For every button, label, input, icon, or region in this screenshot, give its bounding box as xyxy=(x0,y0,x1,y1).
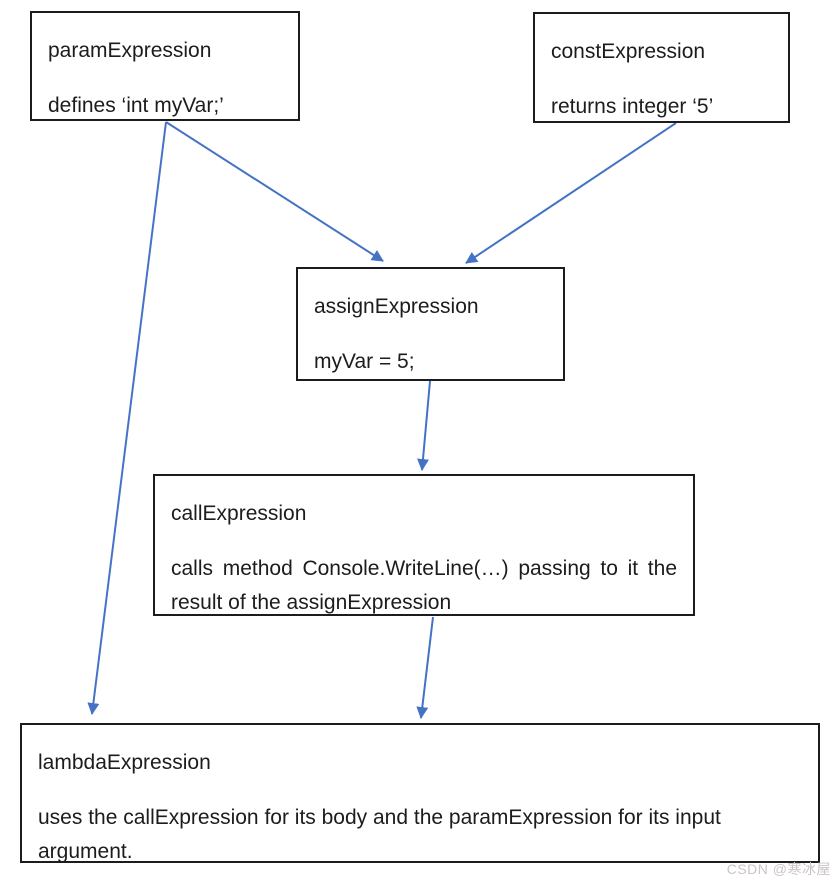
node-call-expression: callExpression calls method Console.Writ… xyxy=(153,474,695,616)
node-param-expression: paramExpression defines ‘int myVar;’ xyxy=(30,11,300,121)
node-title: paramExpression xyxy=(48,39,212,62)
node-title: assignExpression xyxy=(314,295,479,318)
node-body: calls method Console.WriteLine(…) passin… xyxy=(171,556,677,615)
node-title: constExpression xyxy=(551,40,706,63)
node-body: defines ‘int myVar;’ xyxy=(48,93,224,117)
node-body: myVar = 5; xyxy=(314,349,415,373)
arrow-const-to-assign xyxy=(465,122,677,264)
node-assign-expression: assignExpression myVar = 5; xyxy=(296,267,565,381)
arrow-assign-to-call xyxy=(417,380,431,471)
node-title: callExpression xyxy=(171,502,307,525)
node-lambda-expression: lambdaExpression uses the callExpression… xyxy=(20,723,820,863)
arrow-call-to-lambda xyxy=(416,616,434,719)
node-body: returns integer ‘5’ xyxy=(551,94,714,118)
arrow-param-to-lambda xyxy=(87,121,167,715)
node-body: uses the callExpression for its body and… xyxy=(38,805,721,864)
node-title: lambdaExpression xyxy=(38,751,211,774)
watermark: CSDN @寒冰屋 xyxy=(726,861,831,877)
arrow-param-to-assign xyxy=(165,121,384,262)
node-const-expression: constExpression returns integer ‘5’ xyxy=(533,12,790,123)
